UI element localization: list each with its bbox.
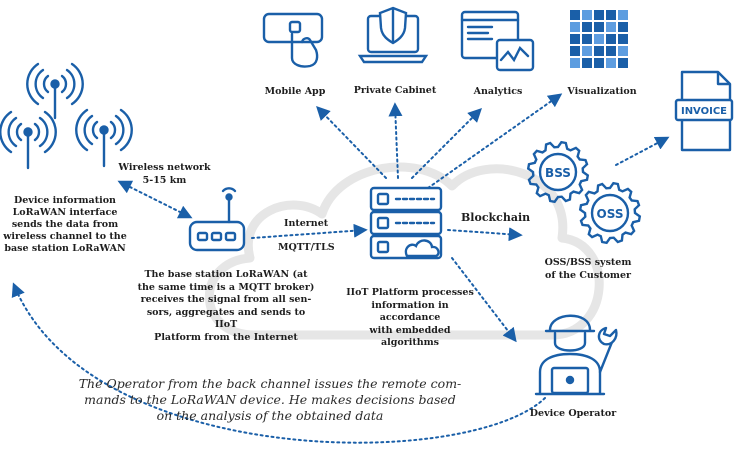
grid-tile [582, 58, 592, 68]
internet-label: Internet [284, 218, 329, 229]
base-station-label: The base station LoRaWAN (at the same ti… [137, 269, 315, 343]
grid-tile [594, 34, 604, 44]
connector-lines [11, 93, 670, 444]
grid-tile [594, 46, 604, 56]
grid-tile [594, 22, 604, 32]
gear-icon: BSS OSS [526, 140, 642, 245]
grid-tile [618, 46, 628, 56]
analytics-label: Analytics [473, 86, 523, 97]
mobile-app-label: Mobile App [264, 86, 326, 97]
blockchain-label: Blockchain [461, 211, 531, 224]
analytics-window-icon [460, 10, 535, 72]
grid-tile [618, 58, 628, 68]
operator-note: The Operator from the back channel issue… [78, 376, 462, 423]
grid-tile [582, 46, 592, 56]
iiot-platform-label: IIoT Platform processes information in a… [346, 287, 474, 348]
grid-tile [618, 22, 628, 32]
grid-tile [582, 22, 592, 32]
wireless-network-label: Wireless network 5-15 km [118, 162, 211, 186]
grid-visualization-icon [570, 10, 628, 68]
grid-tile [618, 10, 628, 20]
grid-tile [606, 46, 616, 56]
grid-tile [582, 34, 592, 44]
mqtt-tls-label: MQTT/TLS [278, 242, 335, 253]
grid-tile [606, 58, 616, 68]
invoice-label: INVOICE [681, 106, 727, 117]
visualization-label: Visualization [567, 86, 637, 97]
grid-tile [618, 34, 628, 44]
grid-tile [570, 34, 580, 44]
operator-icon [534, 314, 618, 396]
router-icon [188, 187, 246, 252]
device-information-label: Device information LoRaWAN interface sen… [3, 195, 127, 254]
grid-tile [582, 10, 592, 20]
bss-label: BSS [545, 166, 571, 180]
grid-tile [594, 10, 604, 20]
device-operator-label: Device Operator [529, 408, 617, 419]
grid-tile [570, 22, 580, 32]
server-icon [369, 186, 443, 260]
grid-tile [570, 58, 580, 68]
grid-tile [594, 58, 604, 68]
private-cabinet-label: Private Cabinet [353, 85, 437, 96]
mobile-touch-icon [262, 12, 324, 68]
grid-tile [606, 22, 616, 32]
oss-bss-system-label: OSS/BSS system of the Customer [544, 257, 632, 281]
invoice-file-icon: INVOICE [674, 70, 734, 152]
grid-tile [570, 46, 580, 56]
shield-laptop-icon [357, 6, 429, 64]
grid-tile [570, 10, 580, 20]
antenna-icon [0, 62, 133, 170]
grid-tile [606, 34, 616, 44]
background-cloud [204, 162, 604, 340]
oss-label: OSS [597, 207, 624, 221]
grid-tile [606, 10, 616, 20]
